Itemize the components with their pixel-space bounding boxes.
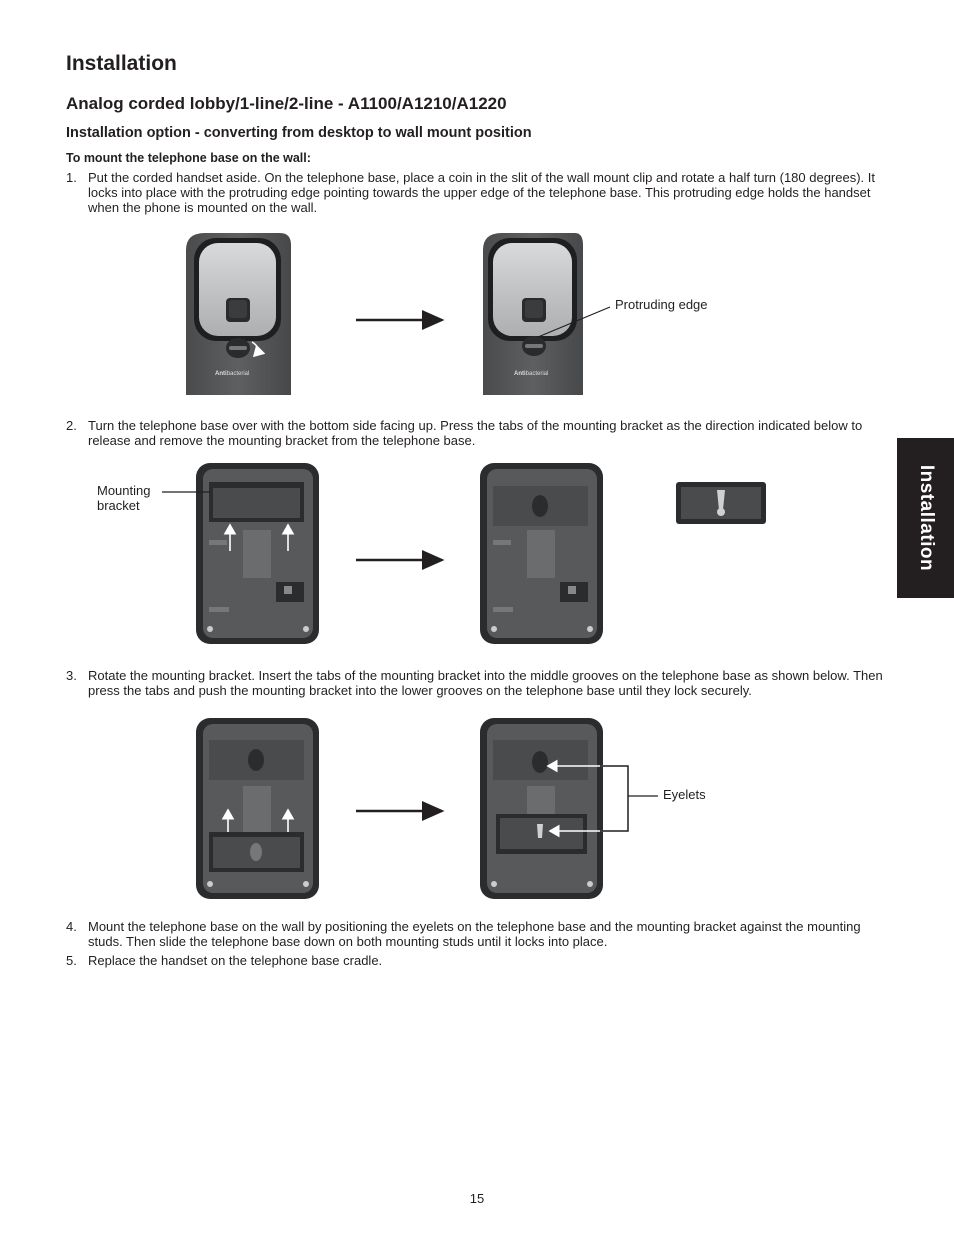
step-number: 3. xyxy=(66,668,77,683)
callout-eyelets: Eyelets xyxy=(663,787,706,802)
phone-bottom-bracket-locked xyxy=(480,718,658,899)
step-text: Turn the telephone base over with the bo… xyxy=(88,418,863,448)
phone-bottom-with-bracket xyxy=(162,463,319,644)
phone-top-before: Antibacterial xyxy=(186,233,291,395)
step-text: Replace the handset on the telephone bas… xyxy=(88,953,383,968)
mounting-bracket-part xyxy=(676,482,766,524)
phone-bottom-insert-bracket xyxy=(196,718,319,899)
phone-top-after: Antibacterial xyxy=(483,233,611,395)
step-2: 2. Turn the telephone base over with the… xyxy=(66,418,896,448)
section-title: Installation option - converting from de… xyxy=(66,125,532,141)
step-5: 5. Replace the handset on the telephone … xyxy=(66,953,896,968)
svg-text:Antibacterial: Antibacterial xyxy=(514,371,548,377)
step-number: 5. xyxy=(66,953,77,968)
brand-light: bacterial xyxy=(227,371,250,377)
step-4: 4. Mount the telephone base on the wall … xyxy=(66,919,896,949)
step-number: 1. xyxy=(66,170,77,185)
callout-protruding-edge: Protruding edge xyxy=(615,297,708,312)
callout-leader xyxy=(537,306,611,338)
step-text: Mount the telephone base on the wall by … xyxy=(88,919,861,949)
step-1: 1. Put the corded handset aside. On the … xyxy=(66,170,896,215)
brand-bold: Anti xyxy=(514,371,526,377)
brand-bold: Anti xyxy=(215,371,227,377)
subsection-title: To mount the telephone base on the wall: xyxy=(66,151,311,165)
phone-bottom-bracket-removed xyxy=(480,463,603,644)
svg-text:Antibacterial: Antibacterial xyxy=(215,371,249,377)
step-number: 4. xyxy=(66,919,77,934)
step-text: Rotate the mounting bracket. Insert the … xyxy=(88,668,883,698)
model-subheading: Analog corded lobby/1-line/2-line - A110… xyxy=(66,94,507,113)
step-3: 3. Rotate the mounting bracket. Insert t… xyxy=(66,668,896,698)
side-tab: Installation xyxy=(897,438,954,598)
page-number: 15 xyxy=(469,1191,485,1206)
page-heading: Installation xyxy=(66,52,177,75)
callout-mounting-bracket: Mounting bracket xyxy=(97,483,151,513)
brand-light: bacterial xyxy=(526,371,549,377)
step-number: 2. xyxy=(66,418,77,433)
step-text: Put the corded handset aside. On the tel… xyxy=(88,170,875,215)
